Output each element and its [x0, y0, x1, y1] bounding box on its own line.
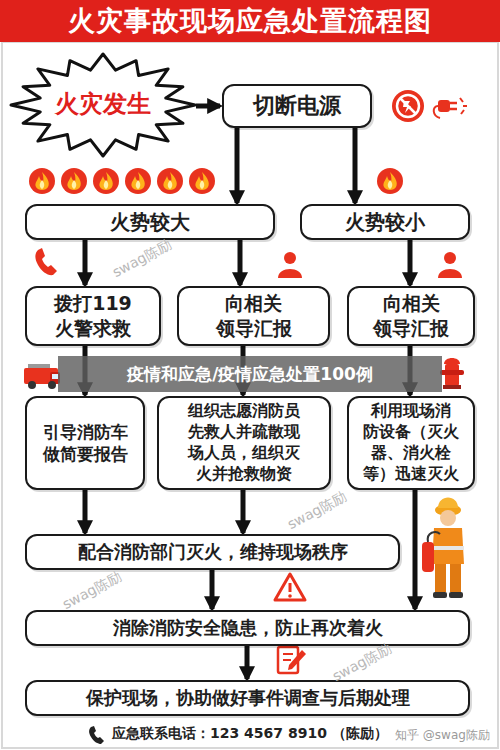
- node-text: 保护现场，协助做好事件调查与后期处理: [86, 686, 410, 709]
- condition-box: 火势较大: [25, 204, 275, 240]
- process-box: 向相关 领导汇报: [177, 286, 330, 346]
- node-text: 火势较小: [345, 209, 425, 235]
- fire-icons: [29, 168, 403, 194]
- page-frame: [2, 42, 498, 748]
- flow-arrow: [353, 128, 358, 203]
- node-text: 配合消防部门灭火，维持现场秩序: [78, 540, 348, 563]
- node-text: 切断电源: [253, 92, 341, 121]
- process-box: 利用现场消 防设备（灭火 器、消火栓 等）迅速灭火: [347, 396, 475, 490]
- watermark: 知乎 @swag陈励: [395, 727, 490, 744]
- node-text: 火灾发生: [55, 89, 151, 120]
- edit-icon: [278, 647, 306, 673]
- phone-icon: [35, 248, 57, 275]
- node-text: 利用现场消 防设备（灭火 器、消火栓 等）迅速灭火: [357, 401, 465, 484]
- title-banner: 火灾事故现场应急处置流程图: [0, 0, 500, 42]
- process-box: 保护现场，协助做好事件调查与后期处理: [25, 680, 470, 716]
- flow-arrow: [241, 490, 246, 533]
- node-text: 引导消防车 做简要报告: [35, 421, 135, 465]
- overlay-banner: 疫情和应急/疫情应急处置100例: [58, 356, 442, 392]
- no-power-icon: [392, 90, 424, 122]
- node-text: 火势较大: [110, 209, 190, 235]
- process-box: 消除消防安全隐患，防止再次着火: [25, 610, 470, 646]
- flow-arrow: [238, 240, 243, 285]
- warning-icon: [275, 574, 305, 600]
- start-burst: 火灾发生: [8, 52, 198, 158]
- flow-arrow: [196, 104, 220, 109]
- process-box: 向相关 领导汇报: [347, 286, 475, 346]
- node-text: 向相关 领导汇报: [357, 291, 465, 340]
- flow-arrow: [245, 646, 250, 679]
- title-text: 火灾事故现场应急处置流程图: [68, 3, 432, 39]
- node-text: 向相关 领导汇报: [187, 291, 320, 340]
- process-box: 组织志愿消防员 先救人并疏散现 场人员，组织灭 火并抢救物资: [157, 396, 331, 490]
- node-text: 消除消防安全隐患，防止再次着火: [113, 616, 383, 639]
- process-box: 切断电源: [222, 84, 372, 128]
- footer-phone-icon: [89, 726, 104, 744]
- node-text: 组织志愿消防员 先救人并疏散现 场人员，组织灭 火并抢救物资: [167, 401, 321, 484]
- flow-arrow: [408, 240, 413, 285]
- condition-box: 火势较小: [300, 204, 470, 240]
- process-box: 配合消防部门灭火，维持现场秩序: [25, 534, 400, 570]
- firefighter-figure: [422, 498, 464, 599]
- hydrant-icon: [440, 358, 464, 389]
- plug-icon: [434, 98, 467, 118]
- flow-arrow: [83, 490, 88, 533]
- process-box: 引导消防车 做简要报告: [25, 396, 145, 490]
- flow-arrow: [83, 240, 88, 285]
- person-icon: [438, 252, 462, 278]
- process-box: 拨打119 火警求救: [25, 286, 161, 346]
- person-icon: [278, 252, 302, 278]
- flow-arrow: [235, 128, 240, 203]
- flow-arrow: [210, 570, 215, 609]
- flow-arrow: [413, 490, 418, 609]
- contact-footer: 应急联系电话：123 4567 8910 （陈励）: [112, 725, 388, 743]
- node-text: 拨打119 火警求救: [35, 291, 151, 340]
- fire-truck-icon: [24, 364, 60, 389]
